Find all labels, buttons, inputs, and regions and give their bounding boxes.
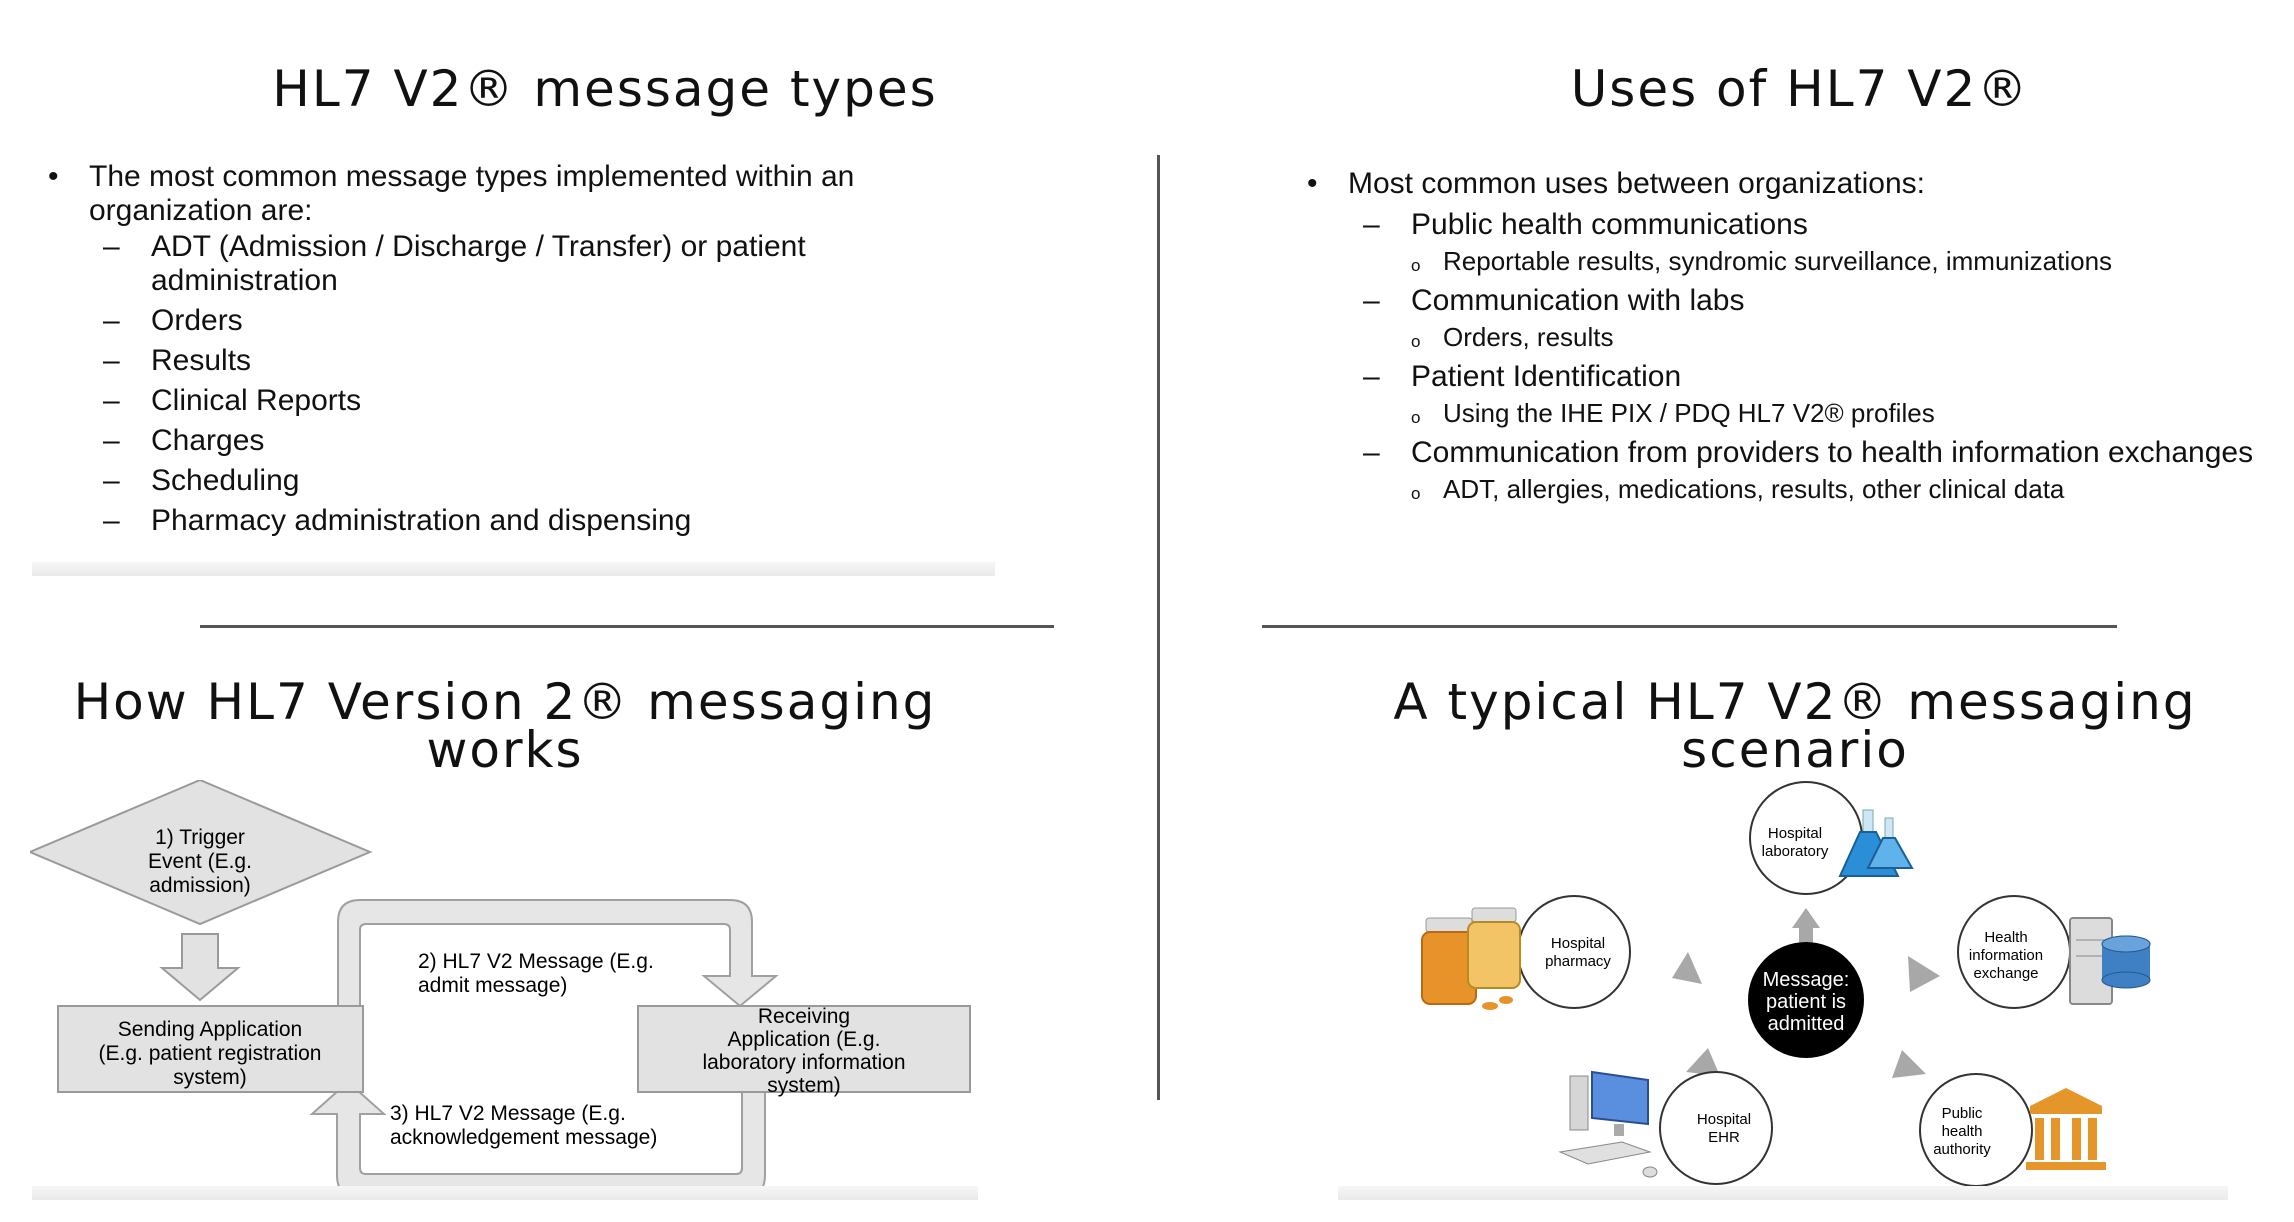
q4-title-line2: scenario — [1681, 721, 1909, 779]
sending-text-1: Sending Application — [118, 1018, 302, 1041]
ehr-text-1: Hospital — [1697, 1111, 1751, 1128]
q2-item-labs: Communication with labs — [1363, 284, 2267, 318]
ehr-node — [1659, 1071, 1773, 1185]
vertical-divider — [1157, 155, 1160, 1100]
hie-text-2: information — [1969, 947, 2043, 964]
q1-item-clinical-reports: Clinical Reports — [103, 384, 988, 418]
receiving-application-box — [637, 1005, 971, 1093]
arrow-up — [1792, 908, 1820, 928]
arrow-up-stem — [1799, 928, 1813, 942]
pharmacy-text-1: Hospital — [1551, 935, 1605, 952]
q3-title-line1: How HL7 Version 2® messaging — [73, 673, 937, 731]
trigger-text-1: 1) Trigger — [155, 826, 245, 849]
flask-icon — [1838, 809, 1914, 877]
hie-text-1: Health — [1984, 929, 2027, 946]
q2-title: Uses of HL7 V2® — [1570, 60, 2030, 118]
q2-item-public-health: Public health communications — [1363, 208, 2267, 242]
q3-slide-bottom-shade — [32, 1186, 978, 1200]
sending-application-box — [57, 1005, 364, 1093]
q1-item-pharmacy: Pharmacy administration and dispensing — [103, 504, 988, 538]
hie-text-3: exchange — [1973, 965, 2038, 982]
q1-item-orders: Orders — [103, 304, 988, 338]
message3-text-2: acknowledgement message) — [390, 1126, 657, 1149]
computer-icon — [1558, 1070, 1658, 1178]
loop-arrow-top — [337, 899, 779, 1008]
q4-title-line1: A typical HL7 V2® messaging — [1393, 673, 2197, 731]
q3-title-line2: works — [426, 721, 584, 779]
center-text-2: patient is — [1766, 991, 1846, 1013]
q1-item-charges: Charges — [103, 424, 988, 458]
q2-bullet: Most common uses between organizations: — [1307, 167, 2267, 201]
horizontal-divider-right — [1262, 625, 2117, 628]
public-health-text-1: Public — [1942, 1105, 1983, 1122]
receiving-text-4: system) — [767, 1074, 841, 1097]
sending-text-3: system) — [173, 1066, 247, 1089]
q1-sublist: ADT (Admission / Discharge / Transfer) o… — [48, 230, 988, 538]
message2-text-1: 2) HL7 V2 Message (E.g. — [418, 950, 654, 973]
q2-sub-public-health: Reportable results, syndromic surveillan… — [1411, 246, 2267, 281]
pharmacy-text-2: pharmacy — [1545, 953, 1611, 970]
message3-text-1: 3) HL7 V2 Message (E.g. — [390, 1102, 626, 1125]
q1-item-results: Results — [103, 344, 988, 378]
q2-sub-hie: ADT, allergies, medications, results, ot… — [1411, 474, 2267, 509]
laboratory-text-1: Hospital — [1768, 825, 1822, 842]
center-text-1: Message: — [1763, 969, 1850, 991]
q2-item-hie: Communication from providers to health i… — [1363, 436, 2271, 470]
q2-item-patient-id: Patient Identification — [1363, 360, 2267, 394]
q2-list: Most common uses between organizations: … — [1307, 167, 2267, 509]
pharmacy-node — [1517, 895, 1631, 1009]
receiving-text-3: laboratory information — [702, 1051, 905, 1074]
laboratory-text-2: laboratory — [1762, 843, 1829, 860]
server-icon — [2069, 917, 2151, 1005]
q2-item-public-health-label: Public health communications — [1411, 208, 1808, 241]
q1-title: HL7 V2® message types — [272, 60, 938, 118]
horizontal-divider-left — [200, 625, 1054, 628]
q2-item-labs-label: Communication with labs — [1411, 284, 1745, 317]
q2-sub-labs: Orders, results — [1411, 322, 2267, 357]
pill-bottle-icon — [1421, 907, 1521, 1010]
public-health-text-3: authority — [1933, 1141, 1991, 1158]
down-arrow — [159, 933, 241, 1002]
center-node — [1748, 942, 1864, 1058]
arrow-right — [1908, 956, 1940, 992]
q1-slide-bottom-shade — [32, 562, 995, 576]
q1-item-scheduling: Scheduling — [103, 464, 988, 498]
q1-bullet: The most common message types implemente… — [48, 160, 988, 228]
trigger-text-2: Event (E.g. — [148, 850, 252, 873]
public-health-text-2: health — [1942, 1123, 1983, 1140]
q4-title: A typical HL7 V2® messaging scenario — [1320, 673, 2270, 779]
sending-text-2: (E.g. patient registration — [99, 1042, 322, 1065]
q4-scenario-diagram: Message: patient is admitted Hospital la… — [1421, 781, 2151, 1187]
receiving-text-2: Application (E.g. — [728, 1028, 881, 1051]
arrow-left — [1672, 952, 1702, 984]
q3-flow-diagram: 1) Trigger Event (E.g. admission) Sendin… — [30, 780, 971, 1199]
receiving-text-1: Receiving — [758, 1005, 850, 1028]
message2-text-2: admit message) — [418, 974, 567, 997]
q1-item-adt: ADT (Admission / Discharge / Transfer) o… — [103, 230, 988, 298]
q2-sublist: Public health communications Reportable … — [1307, 208, 2267, 509]
q1-list: The most common message types implemente… — [48, 160, 988, 538]
q4-slide-bottom-shade — [1338, 1186, 2228, 1200]
q3-title: How HL7 Version 2® messaging works — [40, 673, 970, 779]
q2-item-hie-label: Communication from providers to health i… — [1411, 436, 2254, 469]
arrow-lower-left — [1686, 1048, 1720, 1076]
q2-item-patient-id-label: Patient Identification — [1411, 360, 1682, 393]
trigger-event-diamond — [30, 780, 373, 926]
ehr-text-2: EHR — [1708, 1129, 1740, 1146]
trigger-text-3: admission) — [149, 874, 251, 897]
arrow-lower-right — [1892, 1050, 1926, 1078]
center-text-3: admitted — [1768, 1013, 1845, 1035]
building-icon — [2026, 1088, 2106, 1170]
q2-sub-patient-id: Using the IHE PIX / PDQ HL7 V2® profiles — [1411, 398, 2267, 433]
